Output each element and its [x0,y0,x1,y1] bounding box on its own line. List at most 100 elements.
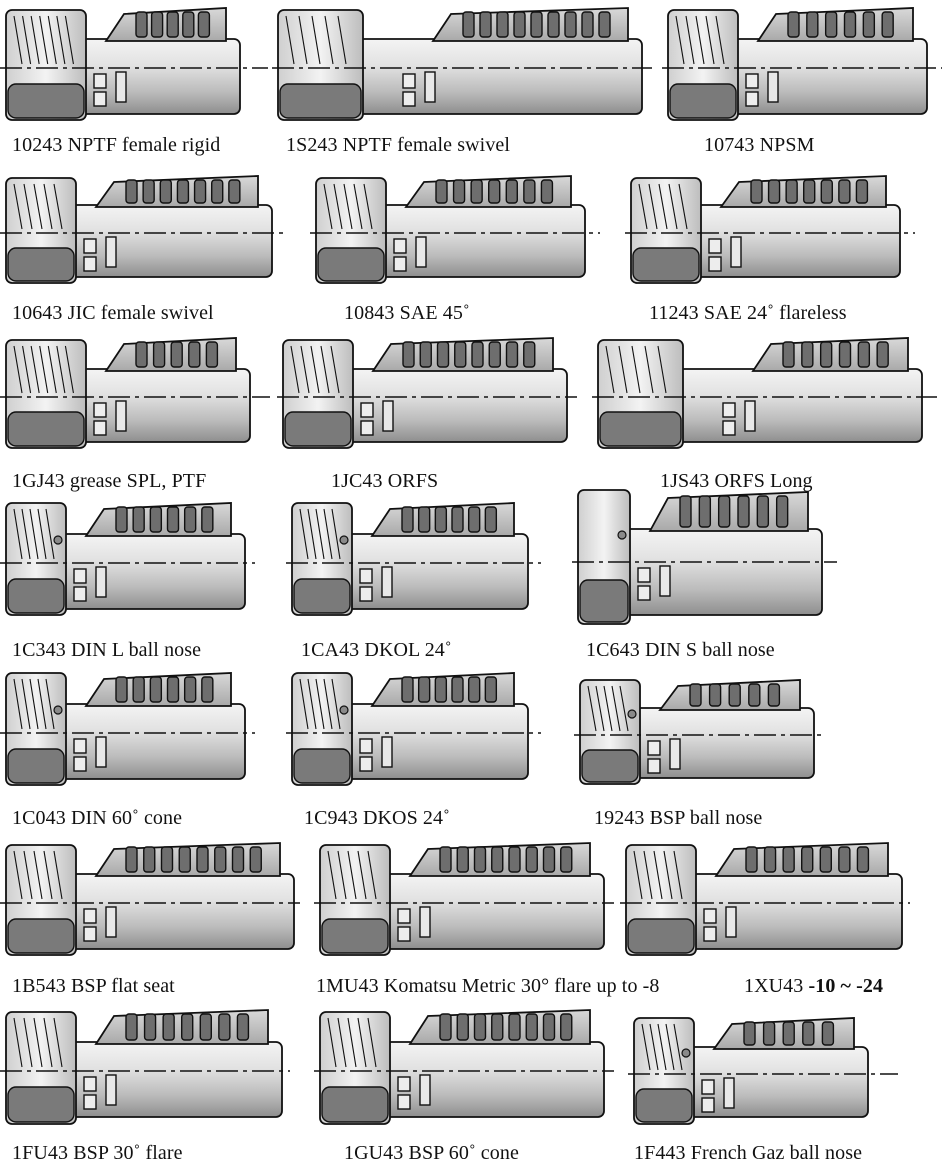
fitting-label: 1C043 DIN 60˚ cone [12,807,182,829]
ferrule-ridge [857,341,871,368]
fitting-label: 10643 JIC female swivel [12,302,214,324]
ferrule-ridge [748,683,761,707]
ferrule-ridge [125,846,138,873]
fitting-19243: 19243 BSP ball nose [574,672,824,833]
thread-line [678,183,688,230]
fitting-shape [314,1009,614,1125]
ferrule-ridge [679,495,692,528]
collar-ring [730,236,742,268]
fitting-name: BSP 30˚ flare [73,1142,183,1164]
thread-line [13,678,23,730]
fitting-shape [620,842,910,956]
fitting-shape [272,7,652,121]
thread-line [330,345,340,394]
fitting-code: 1JS43 [660,470,710,492]
thread-line [695,15,705,65]
collar-lug [397,1076,411,1092]
thread-line [37,678,47,730]
fitting-label: 10743 NPSM [704,134,814,156]
fitting-shape [628,1017,898,1125]
fitting-shape [0,7,268,121]
collar-lug [93,73,107,89]
ferrule-ridge [508,846,521,873]
ferrule-ridge [142,179,155,204]
thread-line [324,15,334,65]
hex-flat [627,918,695,954]
thread-line [285,15,295,65]
collar-lug [397,926,411,942]
hex-flat [7,247,75,282]
fitting-1C343: 1C343 DIN L ball nose [0,495,255,665]
ferrule-ridge [434,506,448,533]
collar-ring [744,400,756,432]
ferrule-ridge [488,341,501,368]
collar-lug [402,73,416,89]
ferrule-ridge [782,846,795,873]
fitting-label: 1MU43 Komatsu Metric 30° flare up to -8 [316,975,660,997]
ferrule-ridge [197,11,211,38]
thread-line [367,850,377,900]
collar-lug [359,738,373,754]
hex-flat [7,1086,75,1123]
ferrule-ridge [451,506,464,533]
collar-lug [397,1094,411,1110]
fitting-shape [0,672,255,786]
ferrule-ridge [505,341,519,368]
collar-lug [637,585,651,601]
stem-body [377,1041,605,1118]
thread-line [603,685,613,732]
ferrule-ridge [183,676,197,703]
o-ring [339,535,349,545]
collar-lug [93,91,107,107]
fitting-name: BSP flat seat [70,975,175,997]
thread-line [649,1023,659,1071]
ferrule-ridge [505,179,518,204]
hex-flat [279,83,362,119]
fitting-drawing [272,7,652,121]
collar-lug [745,73,759,89]
fitting-label: 1JC43 ORFS [331,470,438,492]
ferrule-ridge [717,495,731,528]
fitting-shape [0,1009,290,1125]
thread-line [299,508,309,560]
thread-line [638,183,648,230]
collar-lug [360,402,374,418]
thread-line [673,1023,683,1071]
fitting-shape [625,175,915,284]
fitting-11243: 11243 SAE 24˚ flareless [625,168,915,328]
stem-body [670,368,923,443]
thread-line [631,345,641,394]
fitting-shape [286,672,541,786]
ferrule-ridge [542,1013,556,1041]
fitting-code: 11243 [649,302,699,324]
collar-lug [360,420,374,436]
thread-line [685,15,695,65]
stem-body [683,873,903,950]
collar-ring [415,236,427,268]
thread-line [39,345,49,394]
fitting-shape [574,679,824,785]
thread-line [587,685,597,732]
thread-line [45,678,55,730]
ferrule-ridge [820,179,833,204]
collar-lug [93,420,107,436]
collar-ring [723,1077,735,1109]
fitting-code: 1C943 [304,807,358,829]
thread-line [323,183,333,230]
hex-flat [284,411,352,447]
collar-ring [419,1074,431,1106]
ferrule-ridge [560,846,573,873]
ferrule-ridge [838,846,851,873]
fitting-label: 1JS43 ORFS Long [660,470,813,492]
fitting-extra: -10 ~ -24 [808,975,884,997]
thread-line [675,15,685,65]
thread-line [347,1017,357,1068]
ferrule-ridge [762,1021,776,1046]
ferrule-ridge [183,506,197,533]
fitting-1JS43: 1JS43 ORFS Long [592,330,937,495]
ferrule-ridge [166,11,179,38]
thread-line [39,15,49,65]
ferrule-ridge [806,11,819,38]
thread-line [22,345,32,394]
ferrule-ridge [178,846,191,873]
